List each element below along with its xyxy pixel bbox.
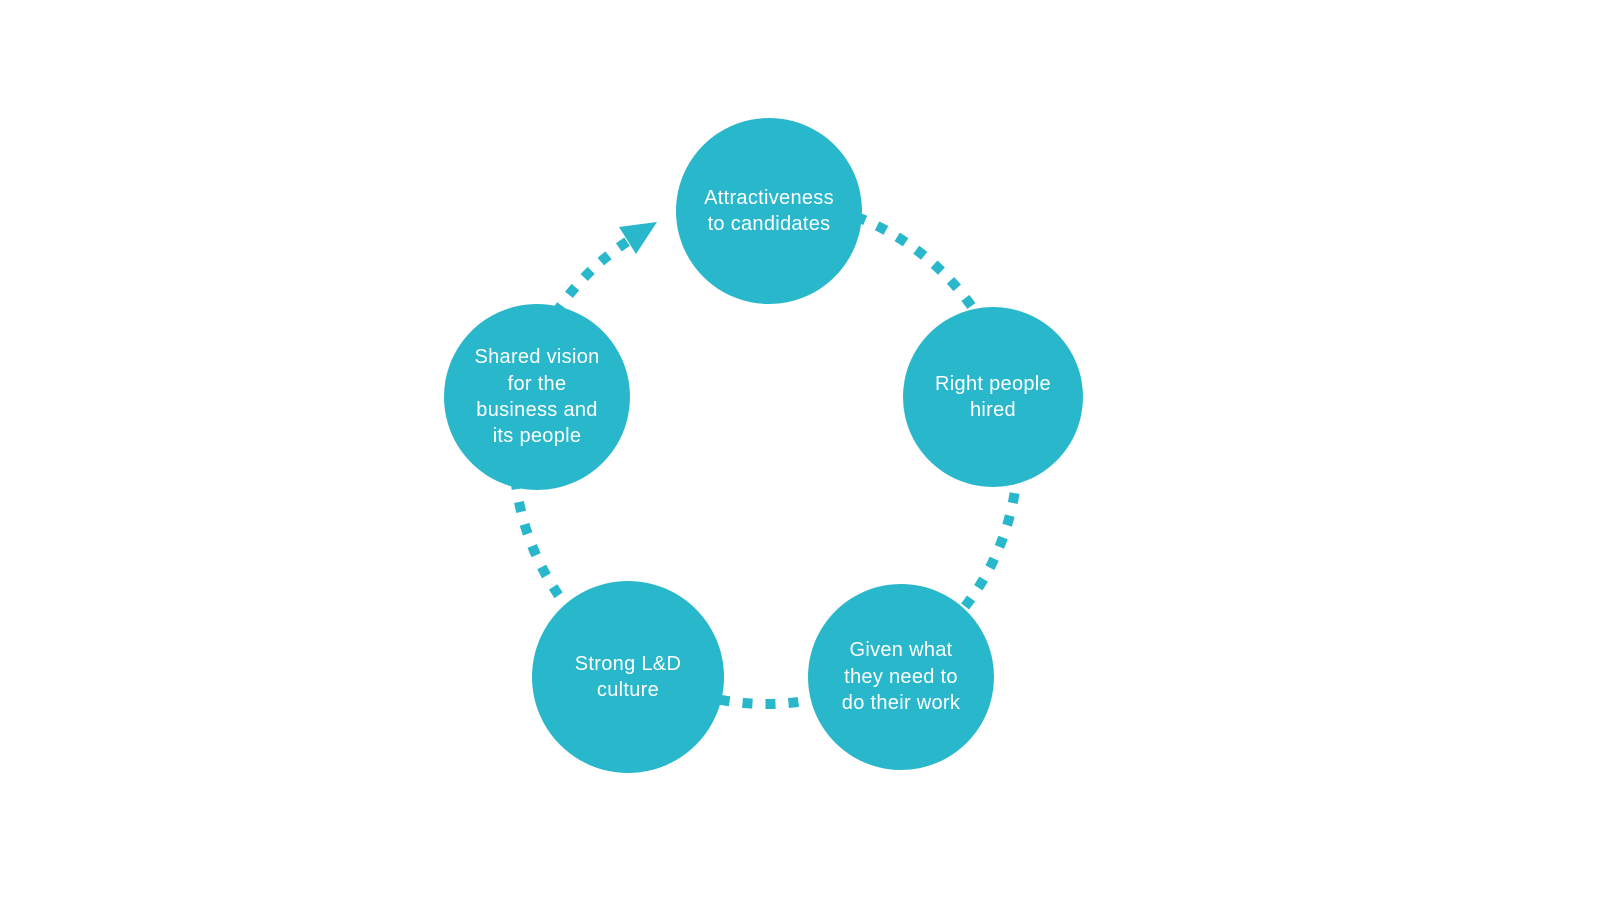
node-given-what-they-need: Given what they need to do their work bbox=[808, 584, 994, 770]
node-label: Right people hired bbox=[935, 372, 1051, 421]
node-strong-ld-culture: Strong L&D culture bbox=[532, 581, 724, 773]
node-label: Given what they need to do their work bbox=[841, 639, 961, 715]
node-label: Shared vision for the business and its p… bbox=[474, 346, 600, 448]
node-shared-vision: Shared vision for the business and its p… bbox=[444, 304, 630, 490]
node-label: Attractiveness to candidates bbox=[704, 186, 834, 235]
node-label: Strong L&D culture bbox=[574, 652, 682, 701]
node-attractiveness-to-candidates: Attractiveness to candidates bbox=[676, 118, 862, 304]
node-right-people-hired: Right people hired bbox=[903, 307, 1083, 487]
arrow-head-icon bbox=[619, 222, 657, 254]
